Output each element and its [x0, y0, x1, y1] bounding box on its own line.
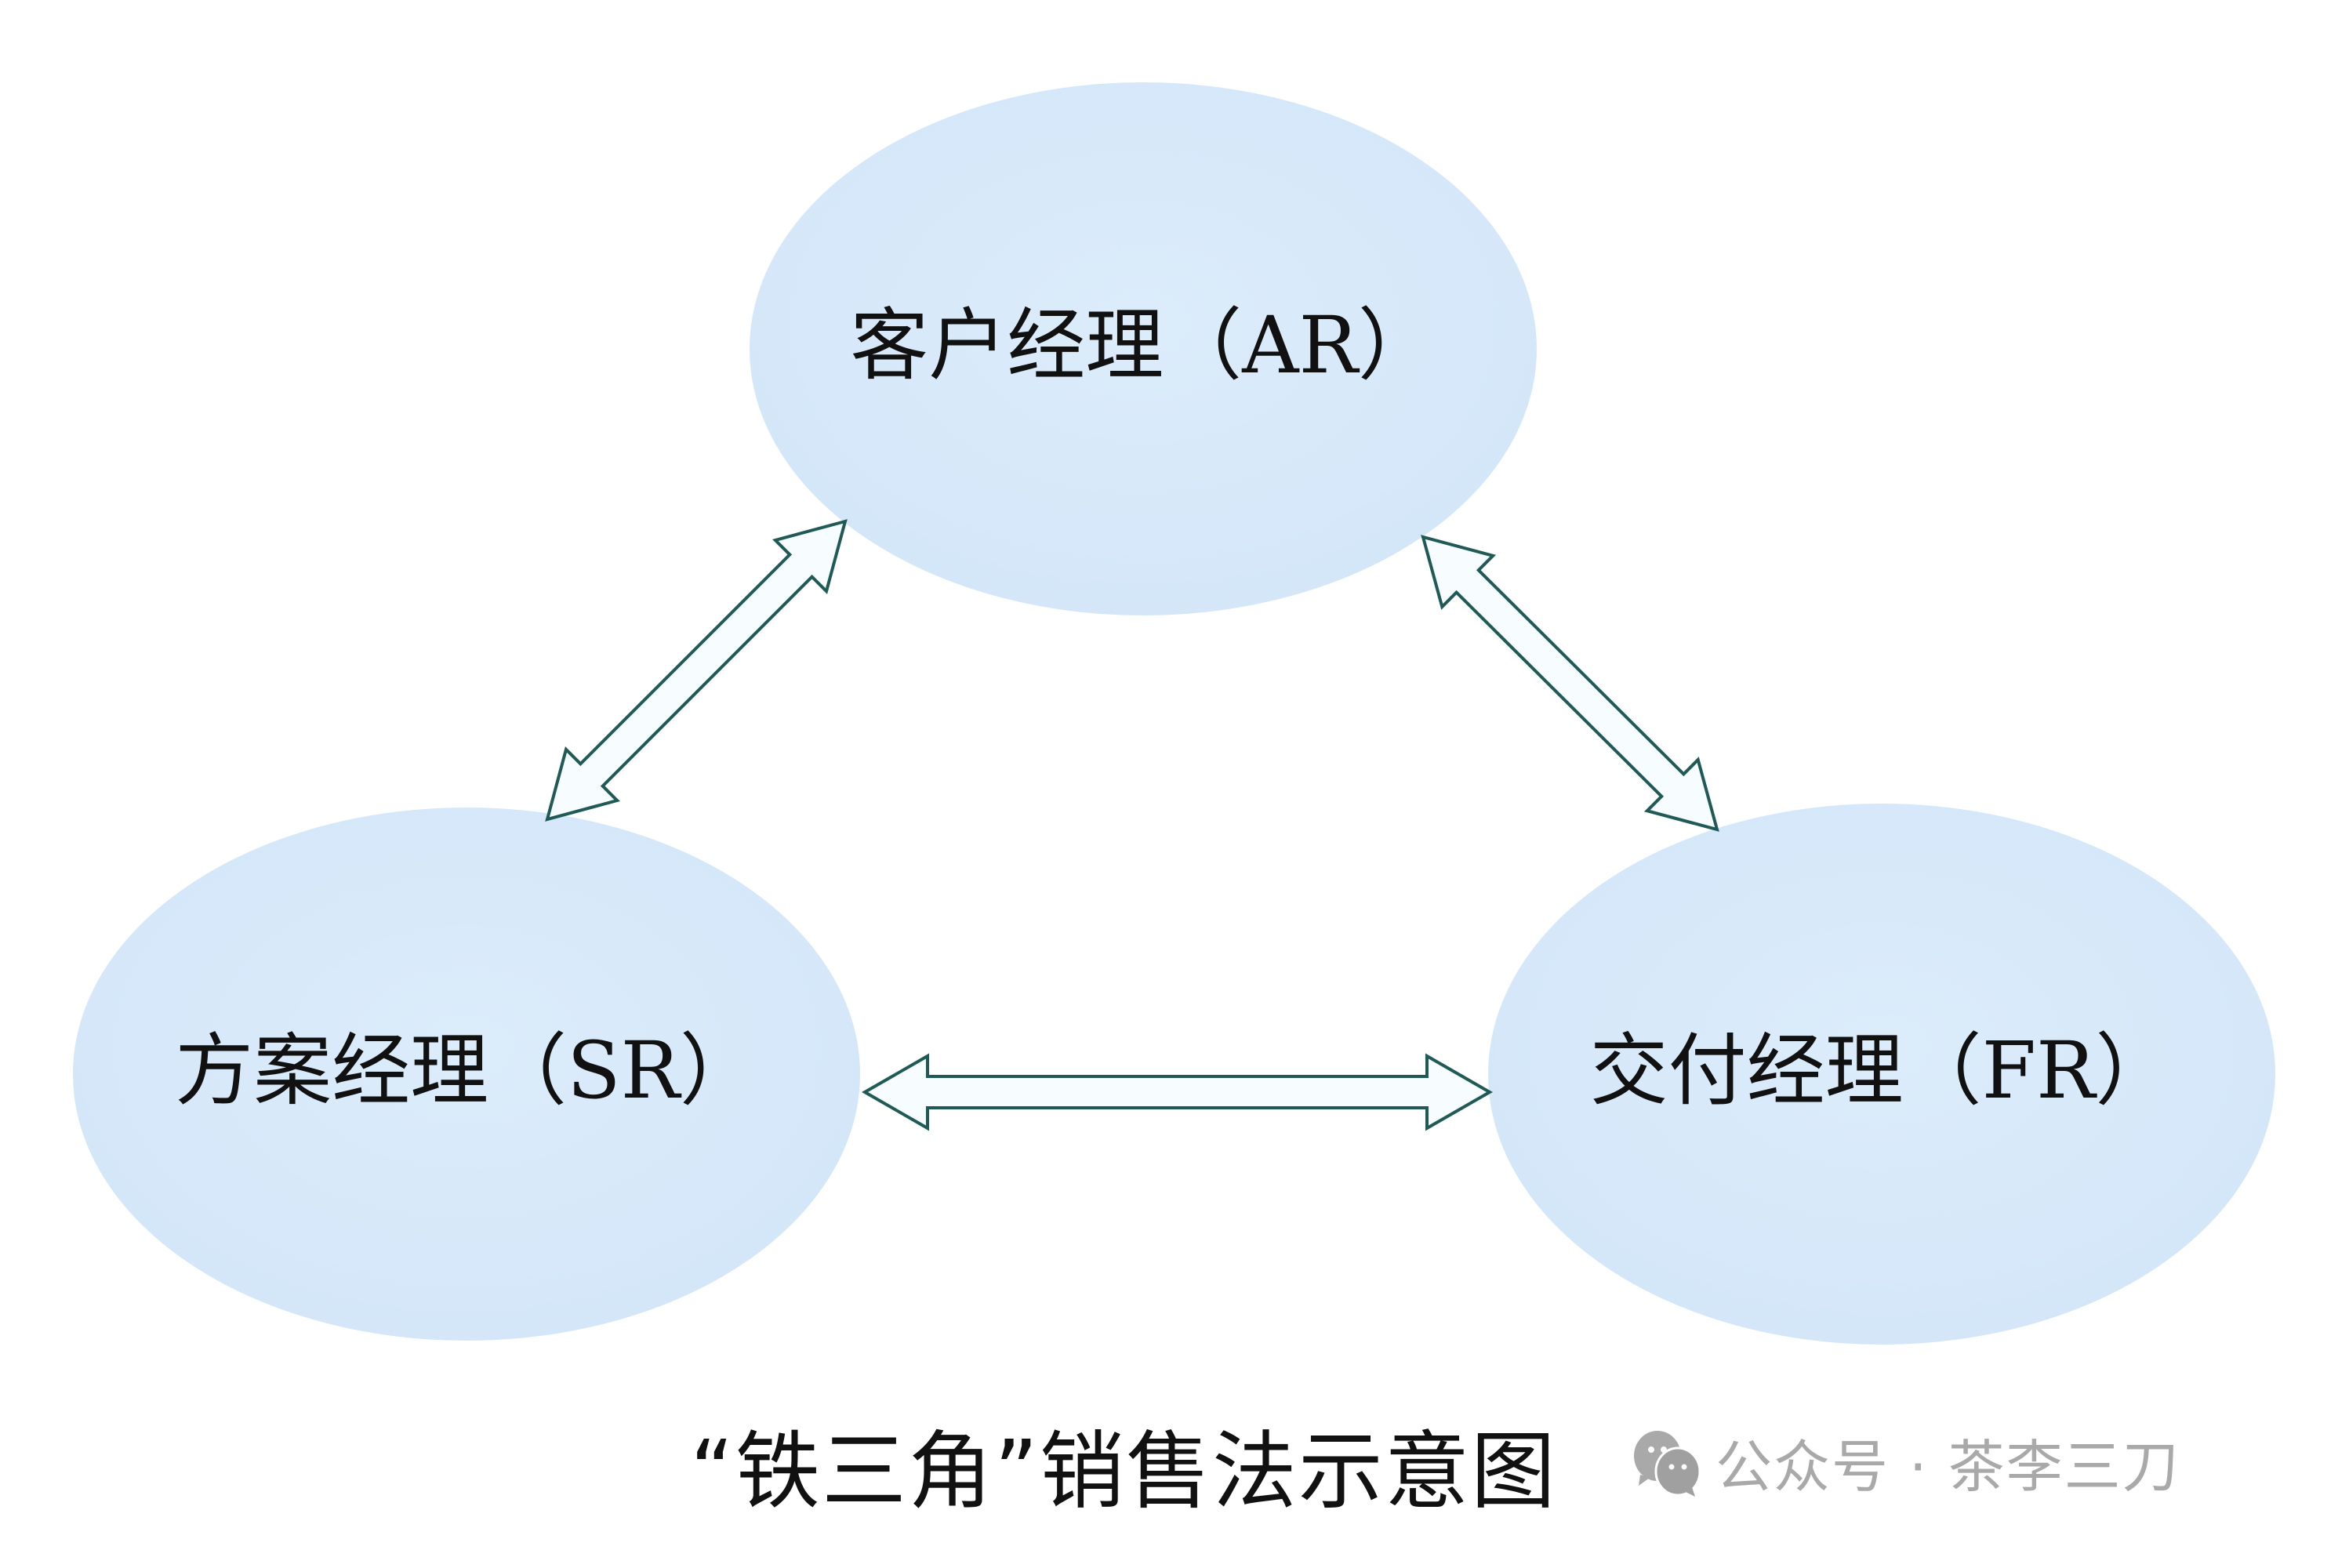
arrow-ar-sr-icon — [545, 519, 848, 822]
node-sr-label: 方案经理（SR） — [175, 1025, 758, 1116]
watermark-text: 公众号 · 茶李三刀 — [1715, 1434, 2180, 1500]
node-fr-shape — [1488, 804, 2275, 1345]
diagram-caption: “铁三角”销售法示意图 — [690, 1423, 1557, 1521]
arrow-ar-fr-icon — [1421, 535, 1719, 832]
node-sr-shape — [73, 808, 860, 1341]
node-ar-shape — [750, 82, 1537, 615]
node-ar-label: 客户经理（AR） — [850, 299, 1436, 391]
watermark: 公众号 · 茶李三刀 — [1631, 1421, 2180, 1503]
node-sr: 方案经理（SR） — [73, 808, 860, 1341]
node-fr: 交付经理（FR） — [1488, 804, 2275, 1345]
arrow-sr-fr-icon — [861, 1053, 1494, 1131]
wechat-icon — [1634, 1430, 1701, 1497]
node-ar: 客户经理（AR） — [750, 82, 1537, 615]
node-fr-label: 交付经理（FR） — [1590, 1025, 2174, 1116]
arrows — [545, 519, 1719, 1131]
